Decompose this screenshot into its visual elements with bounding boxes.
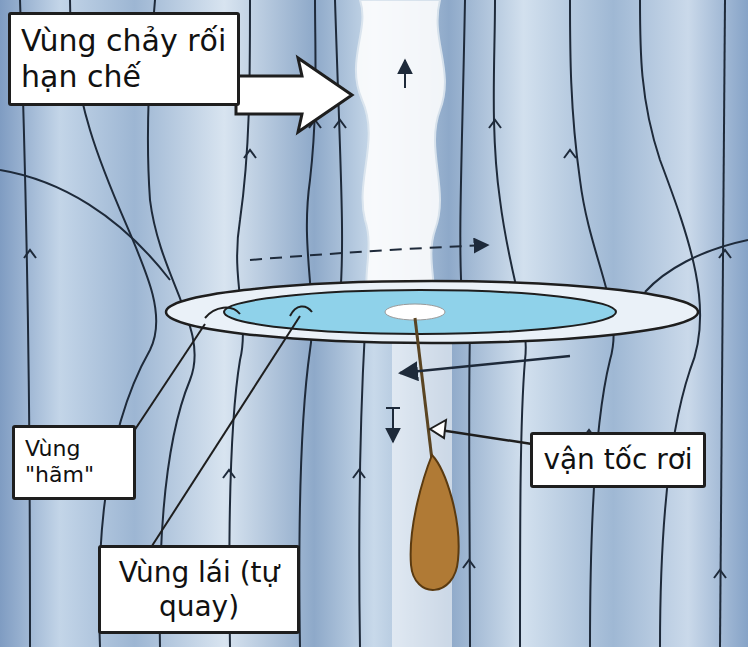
callout-box: Vùng "hãm" — [12, 425, 136, 500]
callout-box: vận tốc rơi — [530, 432, 706, 488]
callout-label: Vùng lái (tự quay) — [111, 556, 287, 623]
callout-label: Vùng chảy rối hạn chế — [21, 23, 227, 95]
callout-label: Vùng "hãm" — [25, 436, 123, 489]
callout-box: Vùng chảy rối hạn chế — [8, 12, 240, 106]
callout-label: vận tốc rơi — [543, 443, 693, 477]
callout-box: Vùng lái (tự quay) — [98, 545, 300, 634]
